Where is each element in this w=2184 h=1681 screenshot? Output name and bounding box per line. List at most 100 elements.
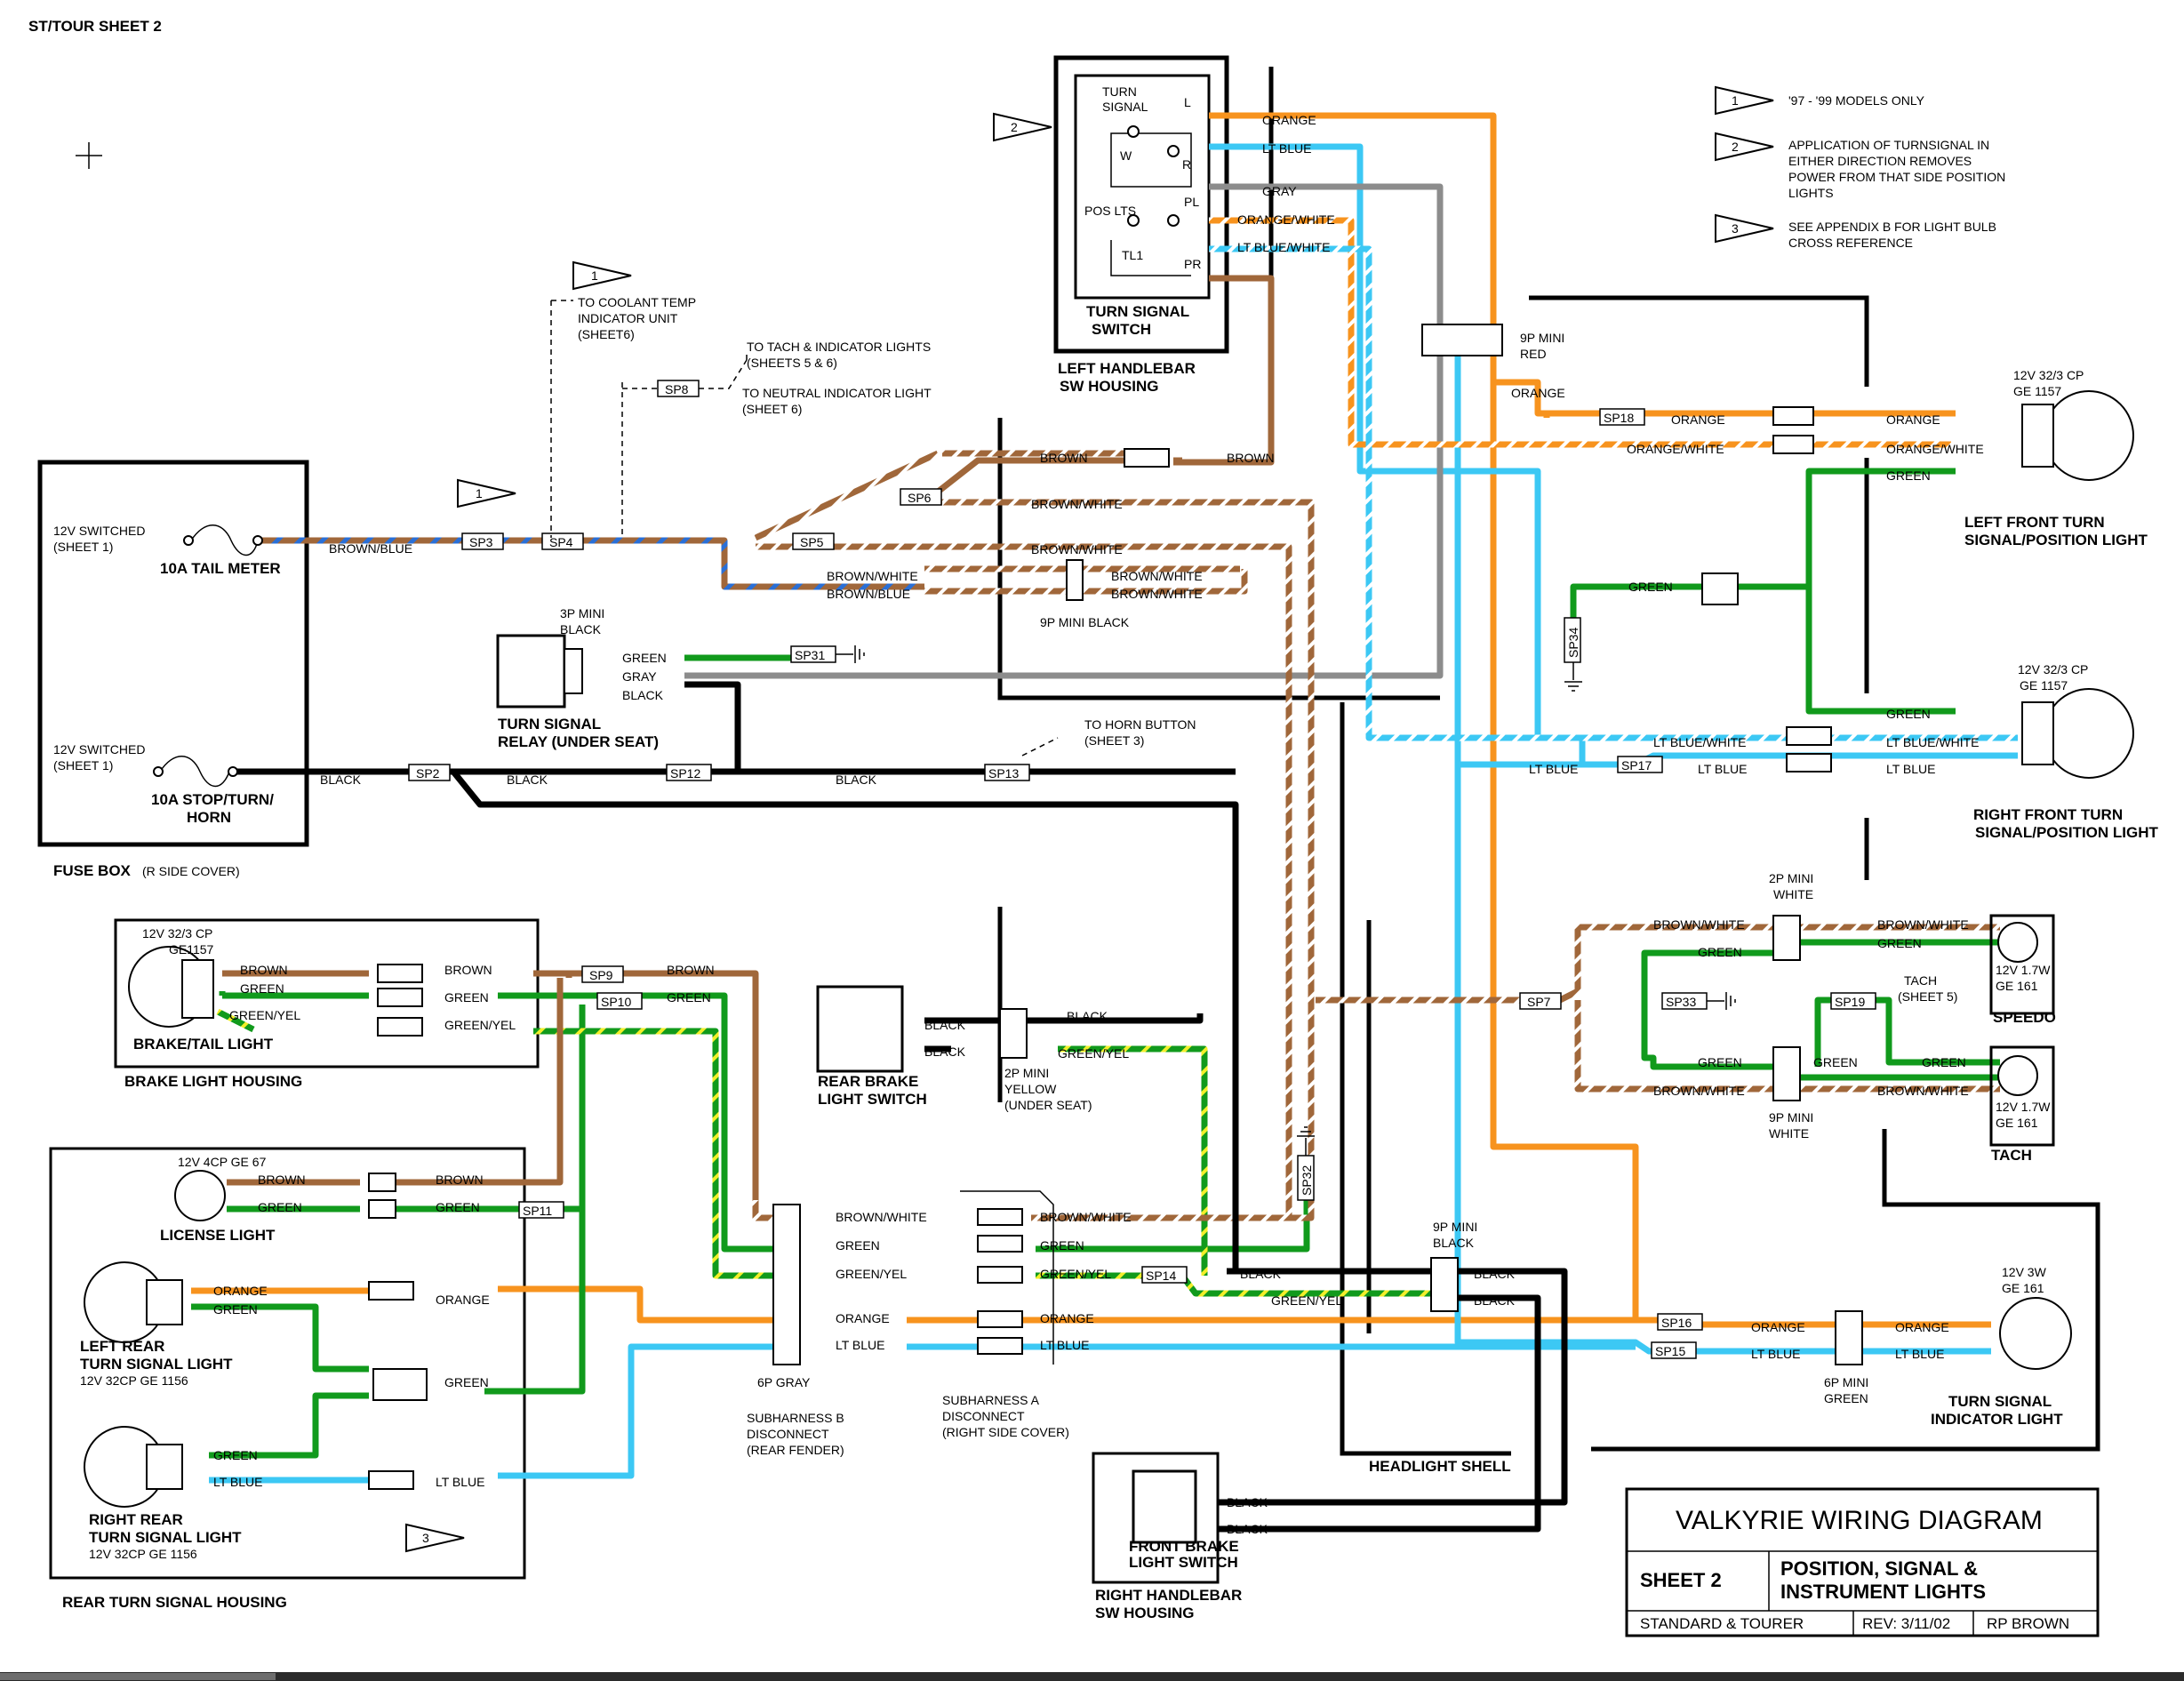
speedo-spec: 12V 1.7W [1996,963,2051,977]
label-brown: BROWN [1040,451,1088,465]
switch-contact [1167,145,1180,157]
ti-spec: 12V 3W [2002,1265,2047,1279]
switch-terminal-pr: PR [1184,257,1201,271]
connector-rf-lb [1786,753,1832,772]
tach-label: TACH [1991,1147,2032,1164]
label-green: GREEN [240,981,284,996]
fuse1-name: 10A TAIL METER [160,560,281,577]
label-2p-white: 2P MINI [1769,871,1813,885]
wire-ltblue-white [1209,245,2018,741]
label-green-yel: GREEN/YEL [1040,1267,1111,1281]
wire-bw-main [942,499,1315,1221]
fuse-pin [228,766,238,777]
ref-horn: TO HORN BUTTON [1084,717,1196,732]
lf-spec: 12V 32/3 CP [2013,368,2084,382]
switch-terminal-w: W [1120,148,1132,163]
switch-contact [1127,125,1140,138]
title-block-subtitle: INSTRUMENT LIGHTS [1780,1581,1986,1603]
bulb-base [146,1279,183,1325]
label-green: GREEN [444,1375,489,1389]
label-9p-white: WHITE [1769,1126,1809,1141]
label-orange: ORANGE [1671,412,1725,427]
bt-housing-label: BRAKE LIGHT HOUSING [124,1073,302,1090]
label-9p-red: RED [1520,347,1547,361]
label-brown-white: BROWN/WHITE [1031,542,1123,556]
label-green: GREEN [1877,936,1922,950]
connector-lr-orange [368,1281,414,1301]
label-orange: ORANGE [1895,1320,1949,1334]
label-brown-white: BROWN/WHITE [1877,1084,1969,1098]
connector-bt-brown [377,964,423,983]
label-brown-white: BROWN/WHITE [836,1210,927,1224]
label-black: BLACK [622,688,664,702]
label-brown: BROWN [1227,451,1275,465]
splice-sp34: SP34 [1564,617,1581,663]
label-brown-blue: BROWN/BLUE [329,541,412,556]
label-green: GREEN [1698,945,1742,959]
brake-light-housing [114,918,540,1069]
ref-neutral: TO NEUTRAL INDICATOR LIGHT [742,386,932,400]
label-gray: GRAY [622,669,657,684]
horizontal-scrollbar[interactable] [0,1672,2184,1681]
rr-name: RIGHT REAR [89,1511,183,1528]
crosshair-mark [76,142,102,169]
relay-title: RELAY (UNDER SEAT) [498,733,659,750]
label-ltblue-white: LT BLUE/WHITE [1237,240,1331,254]
label-subharness-b: SUBHARNESS B [747,1411,844,1425]
label-orange-white: ORANGE/WHITE [1886,442,1984,456]
connector-bt-gy [377,1017,423,1037]
ti-name: TURN SIGNAL [1948,1393,2052,1410]
label-subharness-b: (REAR FENDER) [747,1443,844,1457]
wire-black-relay2 [684,681,741,772]
connector-9p-white [1772,1046,1801,1101]
connector-a1 [977,1208,1023,1226]
label-subharness-a: SUBHARNESS A [942,1393,1040,1407]
label-green-yel: GREEN/YEL [444,1018,516,1032]
wire-green-rr [209,1392,369,1459]
switch-terminal-l: L [1184,95,1191,109]
splice-sp19: SP19 [1830,992,1876,1010]
scrollbar-thumb[interactable] [0,1673,276,1680]
label-ltblue: LT BLUE [436,1475,485,1489]
splice-sp15: SP15 [1651,1341,1697,1359]
title-block-sheet: SHEET 2 [1640,1569,1722,1591]
label-gray: GRAY [1262,184,1297,198]
label-9p-black-2: 9P MINI [1433,1220,1477,1234]
rear-brake-switch-body [816,985,904,1073]
label-ltblue: LT BLUE [1040,1338,1090,1352]
wire-brown-lic [227,978,564,1186]
wire-green-rear-vert [484,1005,586,1395]
svg-text:SP14: SP14 [1146,1269,1176,1283]
svg-text:SP17: SP17 [1621,758,1652,772]
fuse-pin [153,766,164,777]
splice-sp33: SP33 [1661,992,1708,1010]
rear-turn-housing [49,1147,526,1580]
fuse1-source: 12V SWITCHED [53,524,145,538]
wire-ltblue-rear [498,1343,782,1479]
speedo-housing [1989,914,2055,1015]
right-handlebar-housing [1092,1452,1220,1584]
relay-connector [564,648,583,694]
label-brown-white: BROWN/WHITE [827,569,918,583]
label-2p-white: WHITE [1773,887,1813,901]
tach-housing [1989,1045,2055,1147]
label-subharness-b: DISCONNECT [747,1427,829,1441]
bulb-left-front [2044,390,2134,481]
label-green-yel: GREEN/YEL [229,1008,300,1022]
fuse-stop-turn [159,756,230,788]
wire-green-front [1733,468,1956,715]
wire-green-sp32 [1036,1178,1310,1253]
label-green: GREEN [258,1200,302,1214]
wire-black-rbs1 [924,1013,1204,1024]
ref-tach: (SHEETS 5 & 6) [747,356,837,370]
label-orange: ORANGE [213,1284,268,1298]
flag-1-fuse: 1 [457,478,516,508]
ref-tach: TO TACH & INDICATOR LIGHTS [747,340,931,354]
label-green-yel: GREEN/YEL [1058,1046,1129,1061]
rf-spec: GE 1157 [2020,678,2068,692]
label-brown: BROWN [444,963,492,977]
splice-sp8: SP8 [657,380,700,397]
switch-label: TURN [1102,84,1137,99]
connector-bodies [368,324,1863,1490]
splice-sp4: SP4 [541,532,584,550]
